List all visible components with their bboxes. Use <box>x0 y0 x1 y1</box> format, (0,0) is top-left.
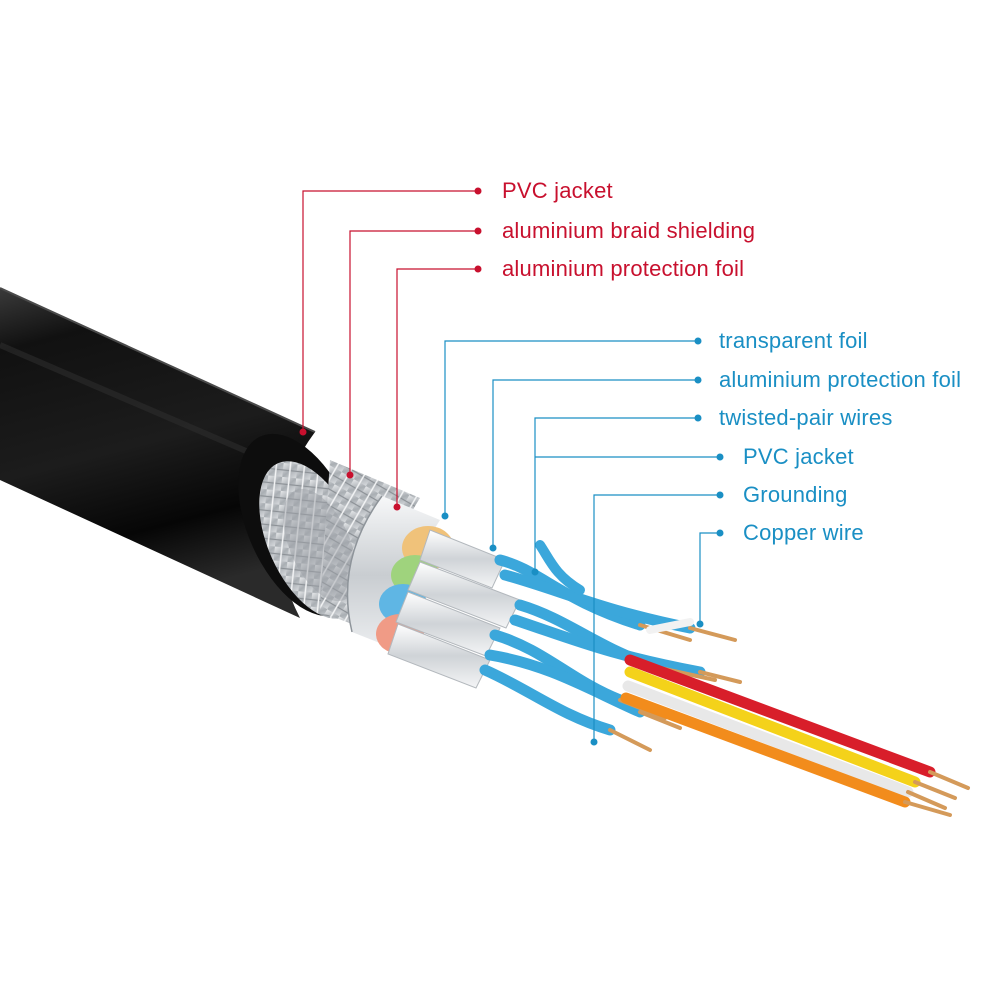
label-aluminium-protection-foil-inner: aluminium protection foil <box>719 367 962 392</box>
coloured-conductors <box>620 618 970 817</box>
twisted-pair-bundle <box>479 540 742 752</box>
label-copper-wire: Copper wire <box>743 520 864 545</box>
label-aluminium-protection-foil-outer: aluminium protection foil <box>502 256 745 281</box>
outer-leader-dots <box>299 187 482 511</box>
label-aluminium-braid-shielding: aluminium braid shielding <box>502 218 756 243</box>
outer-leader-lines <box>302 190 478 507</box>
pair-foil-tubes <box>387 529 521 689</box>
inner-leader-lines <box>444 340 720 742</box>
label-pvc-jacket-inner: PVC jacket <box>743 444 854 469</box>
label-transparent-foil: transparent foil <box>719 328 868 353</box>
label-pvc-jacket-outer: PVC jacket <box>502 178 613 203</box>
inner-leader-dots <box>441 337 724 746</box>
label-grounding: Grounding <box>743 482 848 507</box>
label-twisted-pair-wires: twisted-pair wires <box>719 405 893 430</box>
